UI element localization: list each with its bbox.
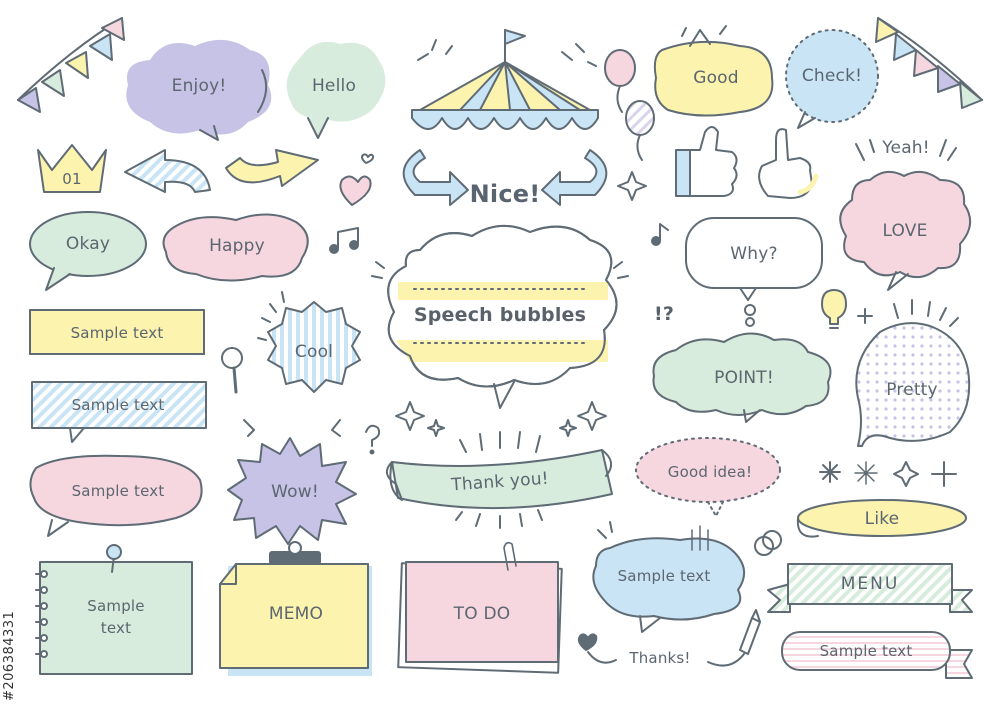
pointing-hand-icon	[758, 128, 813, 199]
heart-icon	[339, 175, 372, 206]
sample-text-label-5: Sample text	[617, 567, 711, 585]
lightbulb-icon	[821, 289, 847, 325]
speech-bubbles-label: Speech bubbles	[413, 304, 587, 326]
menu-ribbon	[767, 583, 791, 613]
magnifier-icon	[221, 347, 243, 369]
hello-label: Hello	[311, 76, 357, 96]
like-label: Like	[864, 509, 900, 529]
stock-id-watermark: #206384331	[0, 604, 19, 707]
heart-small-icon	[577, 633, 598, 651]
notebook-card	[35, 544, 193, 675]
sample-text-box-2	[31, 381, 207, 429]
pretty-bubble	[855, 322, 971, 447]
good-bubble	[653, 40, 774, 117]
cool-badge	[267, 301, 361, 393]
love-label: LOVE	[882, 221, 928, 241]
memo-card	[219, 541, 372, 676]
wow-burst	[227, 437, 357, 545]
sample-text-bubble-3	[29, 454, 203, 527]
sample-text-bubble-5	[592, 537, 745, 621]
nice-arrow-right-icon	[541, 149, 608, 206]
sample-text-label-3: Sample text	[71, 482, 165, 500]
check-bubble	[785, 29, 879, 123]
okay-label: Okay	[65, 234, 111, 254]
todo-card	[397, 541, 563, 674]
curved-arrow-right-icon	[225, 149, 319, 187]
nice-label: Nice!	[469, 180, 541, 208]
sample-text-label-6: Sample text	[819, 642, 913, 660]
sparkle-right-icon	[577, 401, 607, 431]
love-bubble	[839, 170, 971, 279]
crown-icon	[37, 144, 107, 193]
thumbs-up-icon	[679, 126, 738, 197]
sample-text-label-2: Sample text	[71, 396, 165, 414]
todo-label: TO DO	[453, 604, 511, 624]
sample-text-ribbon	[945, 649, 973, 679]
wow-label: Wow!	[271, 482, 319, 502]
point-label: POINT!	[714, 368, 774, 388]
cool-label: Cool	[294, 342, 334, 362]
sample-text-label-4: Sample text	[87, 597, 145, 637]
why-label: Why?	[730, 244, 778, 264]
why-bubble	[685, 217, 823, 289]
nice-arrow-left-icon	[402, 149, 469, 206]
crown-number-label: 01	[62, 170, 82, 188]
sample-text-label-1: Sample text	[70, 324, 164, 342]
enjoy-label: Enjoy!	[171, 76, 227, 96]
point-bubble	[652, 332, 832, 416]
thanks-label: Thanks!	[629, 649, 691, 667]
hello-bubble	[286, 41, 386, 122]
music-note-small-icon	[659, 223, 669, 241]
curved-arrow-left-icon	[124, 149, 211, 193]
check-label: Check!	[801, 66, 863, 86]
pencil-icon	[739, 617, 761, 655]
bunting-left	[17, 17, 125, 113]
thank-you-ribbon	[391, 449, 613, 510]
music-note-icon	[337, 227, 359, 249]
happy-label: Happy	[209, 236, 265, 256]
menu-label: MENU	[840, 574, 900, 594]
sparkle-icon	[617, 171, 647, 201]
good-label: Good	[693, 68, 739, 88]
pretty-label: Pretty	[886, 380, 938, 400]
sample-text-box-1	[29, 309, 205, 355]
yeah-label: Yeah!	[882, 138, 930, 158]
good-idea-label: Good idea!	[667, 463, 753, 481]
happy-bubble	[162, 213, 309, 282]
memo-label: MEMO	[268, 604, 324, 624]
balloon-purple-icon	[625, 100, 655, 136]
enjoy-bubble	[126, 39, 272, 135]
okay-bubble	[29, 211, 147, 277]
balloon-pink-icon	[604, 49, 636, 87]
bunting-right	[875, 17, 983, 109]
sparkle-left-icon	[395, 401, 425, 431]
exclamation-question-label: !?	[653, 303, 675, 325]
circus-tent-icon	[411, 29, 599, 130]
